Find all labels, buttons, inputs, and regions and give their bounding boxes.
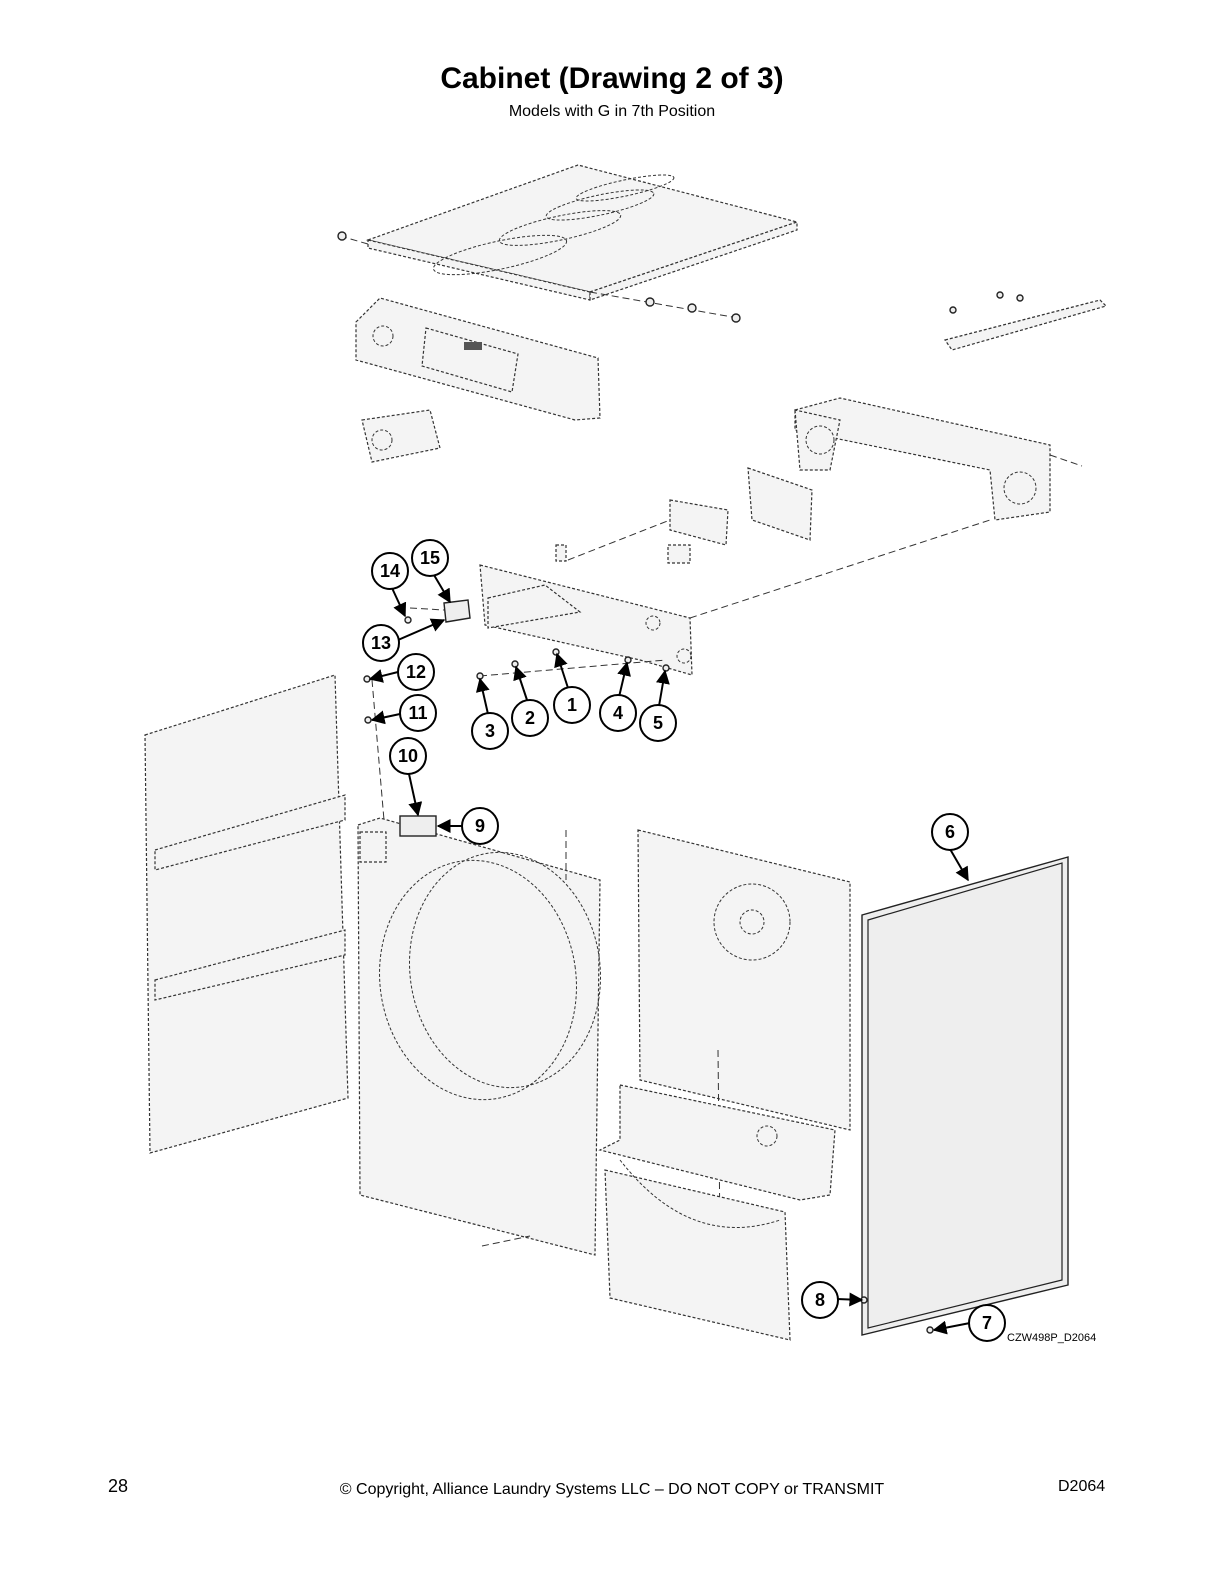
svg-text:12: 12 xyxy=(406,662,426,682)
svg-text:10: 10 xyxy=(398,746,418,766)
top-right-bracket xyxy=(944,291,1108,351)
base-assembly xyxy=(598,1084,836,1341)
control-console xyxy=(355,297,601,421)
svg-text:15: 15 xyxy=(420,548,440,568)
svg-text:14: 14 xyxy=(380,561,400,581)
callout-9: 9 xyxy=(461,807,499,845)
callout-13: 13 xyxy=(362,624,400,662)
callout-14: 14 xyxy=(371,552,409,590)
callout-15: 15 xyxy=(411,539,449,577)
callout-arrows xyxy=(368,574,971,1335)
drawing-code: CZW498P_D2064 xyxy=(1007,1332,1096,1344)
callout-10: 10 xyxy=(389,737,427,775)
svg-text:4: 4 xyxy=(613,703,623,723)
document-number: D2064 xyxy=(1058,1478,1106,1495)
callout-5: 5 xyxy=(639,704,677,742)
svg-text:3: 3 xyxy=(485,721,495,741)
page-number: 28 xyxy=(108,1476,129,1496)
svg-text:2: 2 xyxy=(525,708,535,728)
callout-6: 6 xyxy=(931,813,969,851)
svg-text:9: 9 xyxy=(475,816,485,836)
svg-text:11: 11 xyxy=(408,703,427,723)
callout-12: 12 xyxy=(397,653,435,691)
control-board-assembly xyxy=(555,467,813,564)
console-module xyxy=(361,409,441,463)
page-title: Cabinet (Drawing 2 of 3) xyxy=(440,62,784,95)
svg-text:6: 6 xyxy=(945,822,955,842)
callout-3: 3 xyxy=(471,712,509,750)
page-subtitle: Models with G in 7th Position xyxy=(508,103,716,120)
svg-text:7: 7 xyxy=(982,1313,992,1333)
svg-text:5: 5 xyxy=(653,713,663,733)
rear-frame xyxy=(794,397,1083,521)
callout-7: 7 xyxy=(968,1304,1006,1342)
svg-text:1: 1 xyxy=(567,695,577,715)
right-side-panel xyxy=(860,856,1069,1336)
svg-text:8: 8 xyxy=(815,1290,825,1310)
callout-1: 1 xyxy=(553,686,591,724)
copyright-notice: © Copyright, Alliance Laundry Systems LL… xyxy=(339,1481,885,1498)
callout-11: 11 xyxy=(399,694,437,732)
front-panel xyxy=(357,679,601,1256)
relay-bracket xyxy=(409,599,471,623)
left-side-panel xyxy=(144,674,349,1154)
top-panel xyxy=(337,164,800,323)
rear-panel xyxy=(637,829,851,1236)
callout-8: 8 xyxy=(801,1281,839,1319)
callout-2: 2 xyxy=(511,699,549,737)
callout-4: 4 xyxy=(599,694,637,732)
svg-text:13: 13 xyxy=(371,633,391,653)
